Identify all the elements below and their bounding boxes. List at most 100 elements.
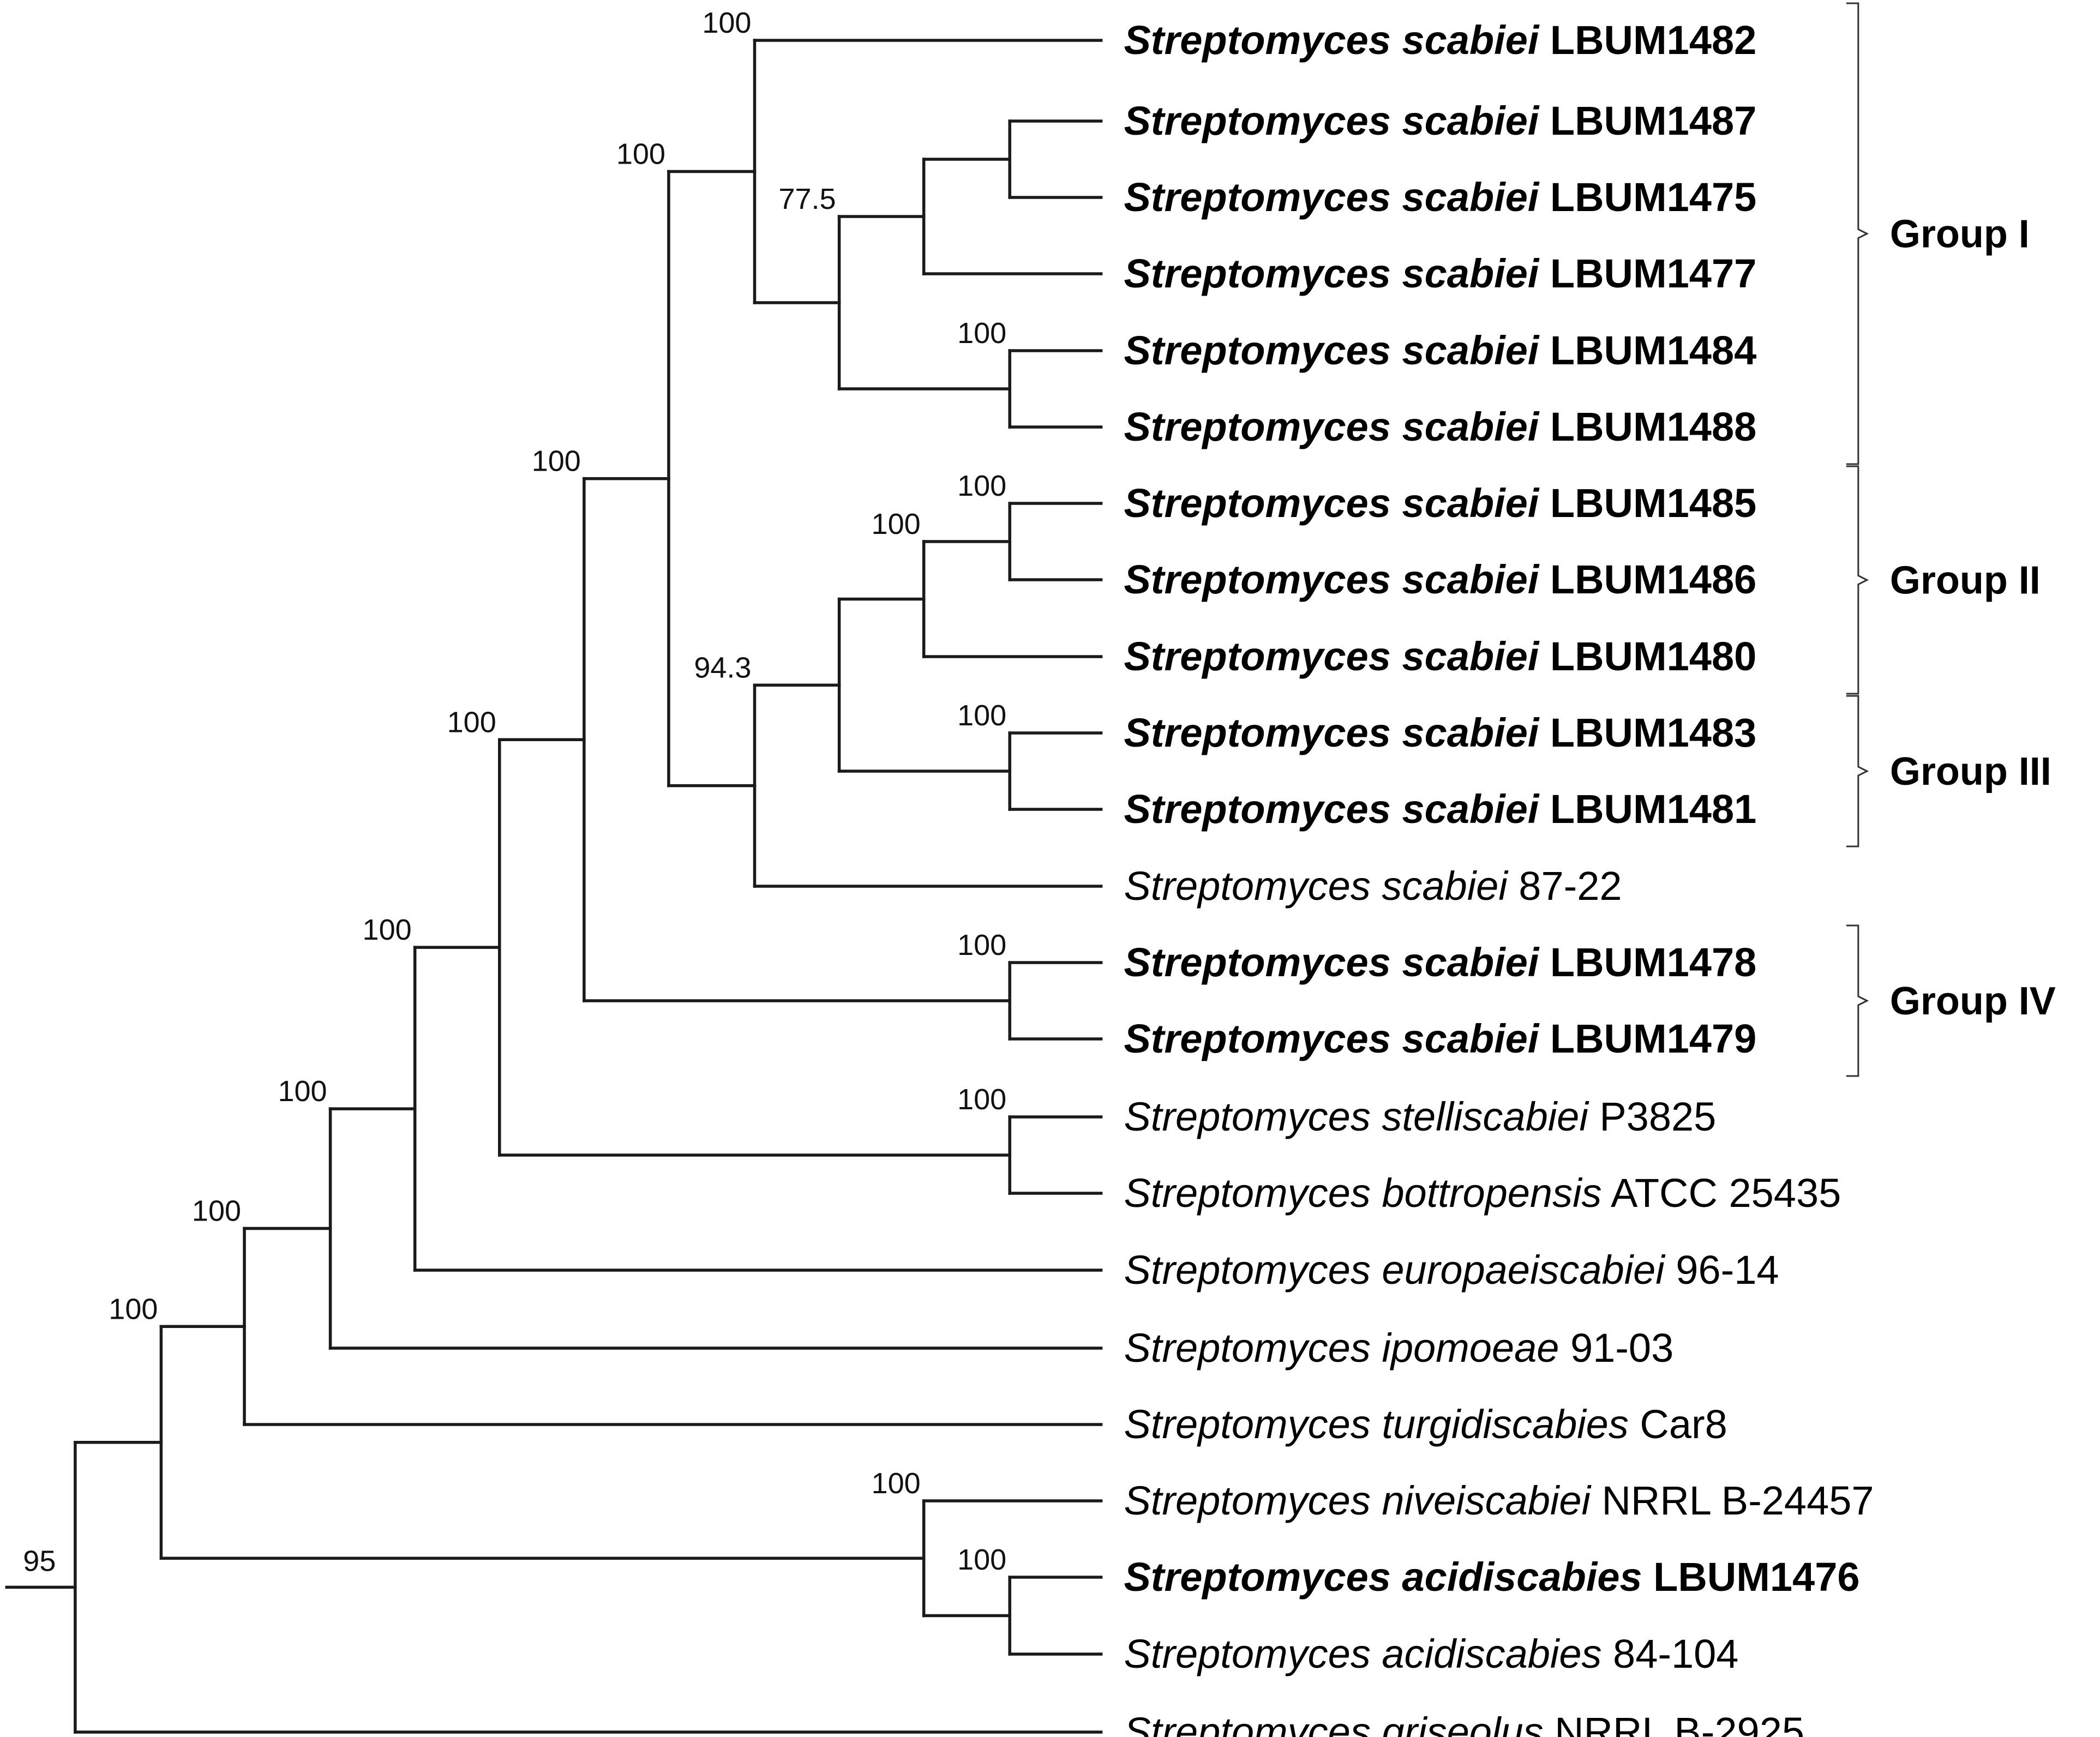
group-label: Group II bbox=[1890, 559, 2041, 603]
support-value: 100 bbox=[363, 913, 412, 946]
strain-name: ATCC 25435 bbox=[1602, 1170, 1841, 1216]
species-name: Streptomyces acidiscabies bbox=[1124, 1631, 1601, 1676]
leaf-label: Streptomyces scabiei LBUM1477 bbox=[1124, 251, 1756, 296]
leaf-label: Streptomyces griseolus NRRL B-2925 bbox=[1124, 1709, 1804, 1737]
group-label: Group I bbox=[1890, 213, 2030, 256]
species-name: Streptomyces europaeiscabiei bbox=[1124, 1247, 1666, 1293]
strain-name: LBUM1479 bbox=[1539, 1016, 1756, 1061]
support-value: 100 bbox=[957, 470, 1006, 502]
support-value: 100 bbox=[957, 1083, 1006, 1116]
species-name: Streptomyces scabiei bbox=[1124, 480, 1539, 526]
support-value: 100 bbox=[109, 1293, 158, 1325]
leaf-label: Streptomyces scabiei LBUM1475 bbox=[1124, 175, 1756, 220]
leaf-label: Streptomyces niveiscabiei NRRL B-24457 bbox=[1124, 1478, 1874, 1523]
support-value: 100 bbox=[957, 929, 1006, 961]
leaf-label: Streptomyces bottropensis ATCC 25435 bbox=[1124, 1170, 1841, 1216]
strain-name: LBUM1480 bbox=[1539, 634, 1756, 679]
support-value: 100 bbox=[532, 445, 581, 478]
species-name: Streptomyces scabiei bbox=[1124, 175, 1539, 220]
strain-name: LBUM1486 bbox=[1539, 557, 1756, 602]
strain-name: 96-14 bbox=[1665, 1247, 1779, 1293]
strain-name: LBUM1475 bbox=[1539, 175, 1756, 220]
group-label: Group III bbox=[1890, 750, 2051, 794]
support-value: 95 bbox=[23, 1544, 56, 1577]
species-name: Streptomyces griseolus bbox=[1124, 1709, 1543, 1737]
strain-name: NRRL B-2925 bbox=[1544, 1709, 1804, 1737]
leaf-label: Streptomyces turgidiscabies Car8 bbox=[1124, 1402, 1727, 1447]
species-name: Streptomyces scabiei bbox=[1124, 251, 1539, 296]
leaf-label: Streptomyces scabiei LBUM1483 bbox=[1124, 710, 1756, 755]
tree-branches bbox=[5, 39, 1103, 1734]
species-name: Streptomyces scabiei bbox=[1124, 940, 1539, 985]
leaf-label: Streptomyces scabiei LBUM1480 bbox=[1124, 634, 1756, 679]
species-name: Streptomyces scabiei bbox=[1124, 17, 1539, 63]
support-value: 100 bbox=[957, 699, 1006, 732]
strain-name: LBUM1478 bbox=[1539, 940, 1756, 985]
leaf-labels: Streptomyces scabiei LBUM1482Streptomyce… bbox=[1124, 17, 1874, 1737]
strain-name: LBUM1488 bbox=[1539, 404, 1756, 449]
species-name: Streptomyces scabiei bbox=[1124, 634, 1539, 679]
leaf-label: Streptomyces scabiei LBUM1485 bbox=[1124, 480, 1756, 526]
species-name: Streptomyces stelliscabiei bbox=[1124, 1094, 1589, 1139]
species-name: Streptomyces acidiscabies bbox=[1124, 1554, 1642, 1600]
support-values: 100 77.5 100 100 100 100 94.3 100 100 100 100 100 10… bbox=[23, 7, 1006, 1577]
strain-name: NRRL B-24457 bbox=[1591, 1478, 1874, 1523]
species-name: Streptomyces scabiei bbox=[1124, 557, 1539, 602]
leaf-label: Streptomyces ipomoeae 91-03 bbox=[1124, 1325, 1673, 1371]
species-name: Streptomyces turgidiscabies bbox=[1124, 1402, 1628, 1447]
strain-name: 87-22 bbox=[1508, 863, 1622, 909]
strain-name: LBUM1484 bbox=[1539, 328, 1756, 373]
strain-name: LBUM1483 bbox=[1539, 710, 1756, 755]
species-name: Streptomyces niveiscabiei bbox=[1124, 1478, 1592, 1523]
strain-name: P3825 bbox=[1588, 1094, 1717, 1139]
support-value: 100 bbox=[192, 1195, 241, 1228]
support-value: 100 bbox=[957, 1543, 1006, 1576]
leaf-label: Streptomyces acidiscabies LBUM1476 bbox=[1124, 1554, 1859, 1600]
support-value: 94.3 bbox=[694, 651, 751, 684]
leaf-label: Streptomyces scabiei LBUM1482 bbox=[1124, 17, 1756, 63]
group-bracket bbox=[1846, 695, 1869, 848]
leaf-label: Streptomyces stelliscabiei P3825 bbox=[1124, 1094, 1716, 1139]
species-name: Streptomyces scabiei bbox=[1124, 404, 1539, 449]
leaf-label: Streptomyces scabiei LBUM1487 bbox=[1124, 98, 1756, 143]
group-bracket bbox=[1846, 465, 1869, 695]
species-name: Streptomyces scabiei bbox=[1124, 1016, 1539, 1061]
support-value: 100 bbox=[872, 508, 921, 540]
support-value: 100 bbox=[447, 706, 496, 738]
strain-name: LBUM1485 bbox=[1539, 480, 1756, 526]
strain-name: LBUM1476 bbox=[1642, 1554, 1860, 1600]
strain-name: 91-03 bbox=[1559, 1325, 1673, 1371]
species-name: Streptomyces bottropensis bbox=[1124, 1170, 1601, 1216]
support-value: 100 bbox=[278, 1075, 327, 1108]
species-name: Streptomyces scabiei bbox=[1124, 786, 1539, 832]
group-bracket bbox=[1846, 2, 1869, 465]
strain-name: LBUM1481 bbox=[1539, 786, 1756, 832]
support-value: 100 bbox=[872, 1467, 921, 1500]
strain-name: 84-104 bbox=[1601, 1631, 1738, 1676]
species-name: Streptomyces scabiei bbox=[1124, 98, 1539, 143]
support-value: 77.5 bbox=[778, 183, 836, 215]
strain-name: Car8 bbox=[1629, 1402, 1727, 1447]
support-value: 100 bbox=[957, 317, 1006, 350]
leaf-label: Streptomyces scabiei LBUM1488 bbox=[1124, 404, 1756, 449]
leaf-label: Streptomyces europaeiscabiei 96-14 bbox=[1124, 1247, 1779, 1293]
leaf-label: Streptomyces scabiei LBUM1484 bbox=[1124, 328, 1756, 373]
leaf-label: Streptomyces acidiscabies 84-104 bbox=[1124, 1631, 1738, 1676]
leaf-label: Streptomyces scabiei 87-22 bbox=[1124, 863, 1622, 909]
leaf-label: Streptomyces scabiei LBUM1481 bbox=[1124, 786, 1756, 832]
species-name: Streptomyces scabiei bbox=[1124, 328, 1539, 373]
strain-name: LBUM1477 bbox=[1539, 251, 1756, 296]
leaf-label: Streptomyces scabiei LBUM1478 bbox=[1124, 940, 1756, 985]
species-name: Streptomyces scabiei bbox=[1124, 863, 1509, 909]
species-name: Streptomyces scabiei bbox=[1124, 710, 1539, 755]
leaf-label: Streptomyces scabiei LBUM1479 bbox=[1124, 1016, 1756, 1061]
leaf-label: Streptomyces scabiei LBUM1486 bbox=[1124, 557, 1756, 602]
strain-name: LBUM1487 bbox=[1539, 98, 1756, 143]
group-bracket bbox=[1846, 924, 1869, 1077]
support-value: 100 bbox=[702, 7, 751, 39]
species-name: Streptomyces ipomoeae bbox=[1124, 1325, 1559, 1371]
strain-name: LBUM1482 bbox=[1539, 17, 1756, 63]
support-value: 100 bbox=[616, 138, 665, 171]
